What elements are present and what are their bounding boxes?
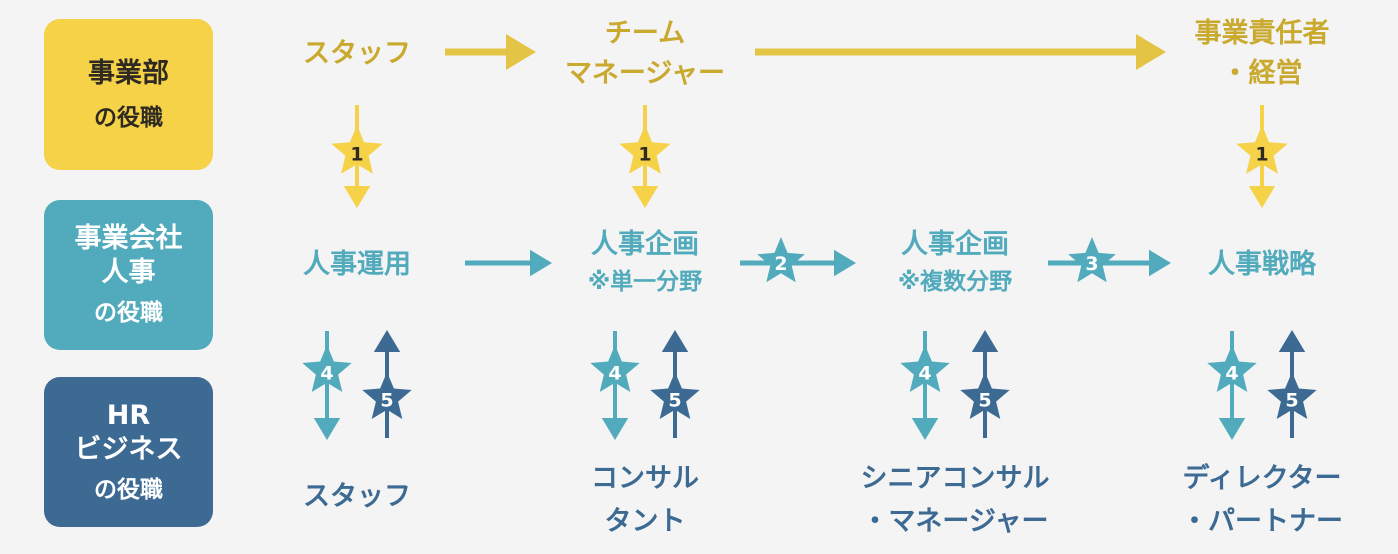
line: ・マネージャー: [861, 506, 1049, 537]
arrow-down-head-icon: [1218, 418, 1246, 440]
arrow-right-head-icon: [530, 249, 552, 277]
arrow-right-head-icon: [1149, 249, 1171, 277]
line: 人事企画: [901, 229, 1009, 260]
business-role-executive: 事業責任者 ・経営: [1195, 14, 1330, 94]
star-icon: [1267, 372, 1317, 419]
star-number-label: 4: [608, 362, 621, 384]
star-number-label: 1: [350, 144, 363, 166]
star-number-label: 5: [380, 389, 393, 411]
hr-role-operations: 人事運用: [303, 249, 411, 280]
star-icon: [619, 125, 671, 174]
line: ・経営: [1221, 58, 1303, 89]
star-number-label: 1: [638, 144, 651, 166]
row-header-title-line1: 事業会社: [74, 223, 183, 254]
arrow-up-head-icon: [1278, 330, 1306, 352]
row-header-title: 事業部: [88, 57, 169, 89]
arrow-up-head-icon: [661, 330, 689, 352]
star-icon: [960, 372, 1010, 419]
arrow-down-head-icon: [911, 418, 939, 440]
arrow-down-head-icon: [631, 186, 659, 208]
arrow-down-head-icon: [343, 186, 371, 208]
line: 事業責任者: [1194, 18, 1330, 49]
star-number-label: 3: [1085, 253, 1098, 275]
row-header-title-line2: 人事: [101, 257, 156, 288]
hrbiz-role-senior: シニアコンサル ・マネージャー: [861, 457, 1050, 543]
row-header-title-line1: HR: [106, 400, 151, 431]
line: コンサル: [591, 463, 699, 494]
star-icon: [590, 345, 640, 392]
hr-role-planning-single: 人事企画 ※単一分野: [588, 225, 702, 299]
line: 人事企画: [591, 229, 699, 260]
arrow-right-head-icon: [1136, 34, 1166, 70]
arrow-right-head-icon: [506, 34, 536, 70]
star-number-label: 1: [1255, 144, 1268, 166]
arrow-down-head-icon: [601, 418, 629, 440]
star-icon: [362, 372, 412, 419]
star-icon: [331, 125, 383, 174]
arrow-up-head-icon: [971, 330, 999, 352]
hr-role-strategy: 人事戦略: [1208, 249, 1316, 280]
arrow-down-head-icon: [313, 418, 341, 440]
line: チーム: [604, 18, 686, 49]
star-icon: [1236, 125, 1288, 174]
note: ※複数分野: [897, 269, 1013, 295]
line: シニアコンサル: [860, 463, 1050, 494]
star-number-label: 5: [668, 389, 681, 411]
star-icon: [757, 237, 805, 283]
star-icon: [650, 372, 700, 419]
star-number-label: 4: [320, 362, 333, 384]
arrow-down-head-icon: [1248, 186, 1276, 208]
row-header-subtitle: の役職: [94, 477, 163, 503]
star-number-label: 5: [1285, 389, 1298, 411]
row-header-business-dept: 事業部 の役職: [44, 19, 213, 170]
star-icon: [900, 345, 950, 392]
hrbiz-role-staff: スタッフ: [303, 481, 411, 512]
star-icon: [1068, 237, 1116, 283]
line: マネージャー: [564, 58, 726, 89]
arrow-right-head-icon: [834, 249, 856, 277]
row-header-corporate-hr: 事業会社 人事 の役職: [44, 200, 213, 350]
note: ※単一分野: [587, 269, 703, 295]
row-header-title-line2: ビジネス: [74, 434, 183, 465]
star-number-label: 2: [774, 253, 787, 275]
business-role-staff: スタッフ: [303, 38, 411, 69]
star-icon: [1207, 345, 1257, 392]
row-header-subtitle: の役職: [94, 104, 163, 131]
hrbiz-role-director: ディレクター ・パートナー: [1181, 457, 1343, 543]
star-number-label: 5: [978, 389, 991, 411]
star-number-label: 4: [918, 362, 931, 384]
line: ディレクター: [1182, 463, 1342, 494]
line: ・パートナー: [1181, 506, 1343, 537]
row-header-subtitle: の役職: [94, 300, 163, 326]
star-number-label: 4: [1225, 362, 1238, 384]
row-header-hr-business: HR ビジネス の役職: [44, 377, 213, 527]
line: タント: [604, 506, 686, 537]
business-role-team-manager: チーム マネージャー: [565, 14, 725, 94]
star-icon: [302, 345, 352, 392]
arrow-up-head-icon: [373, 330, 401, 352]
hrbiz-role-consultant: コンサル タント: [591, 457, 699, 543]
hr-role-planning-multi: 人事企画 ※複数分野: [898, 225, 1012, 299]
